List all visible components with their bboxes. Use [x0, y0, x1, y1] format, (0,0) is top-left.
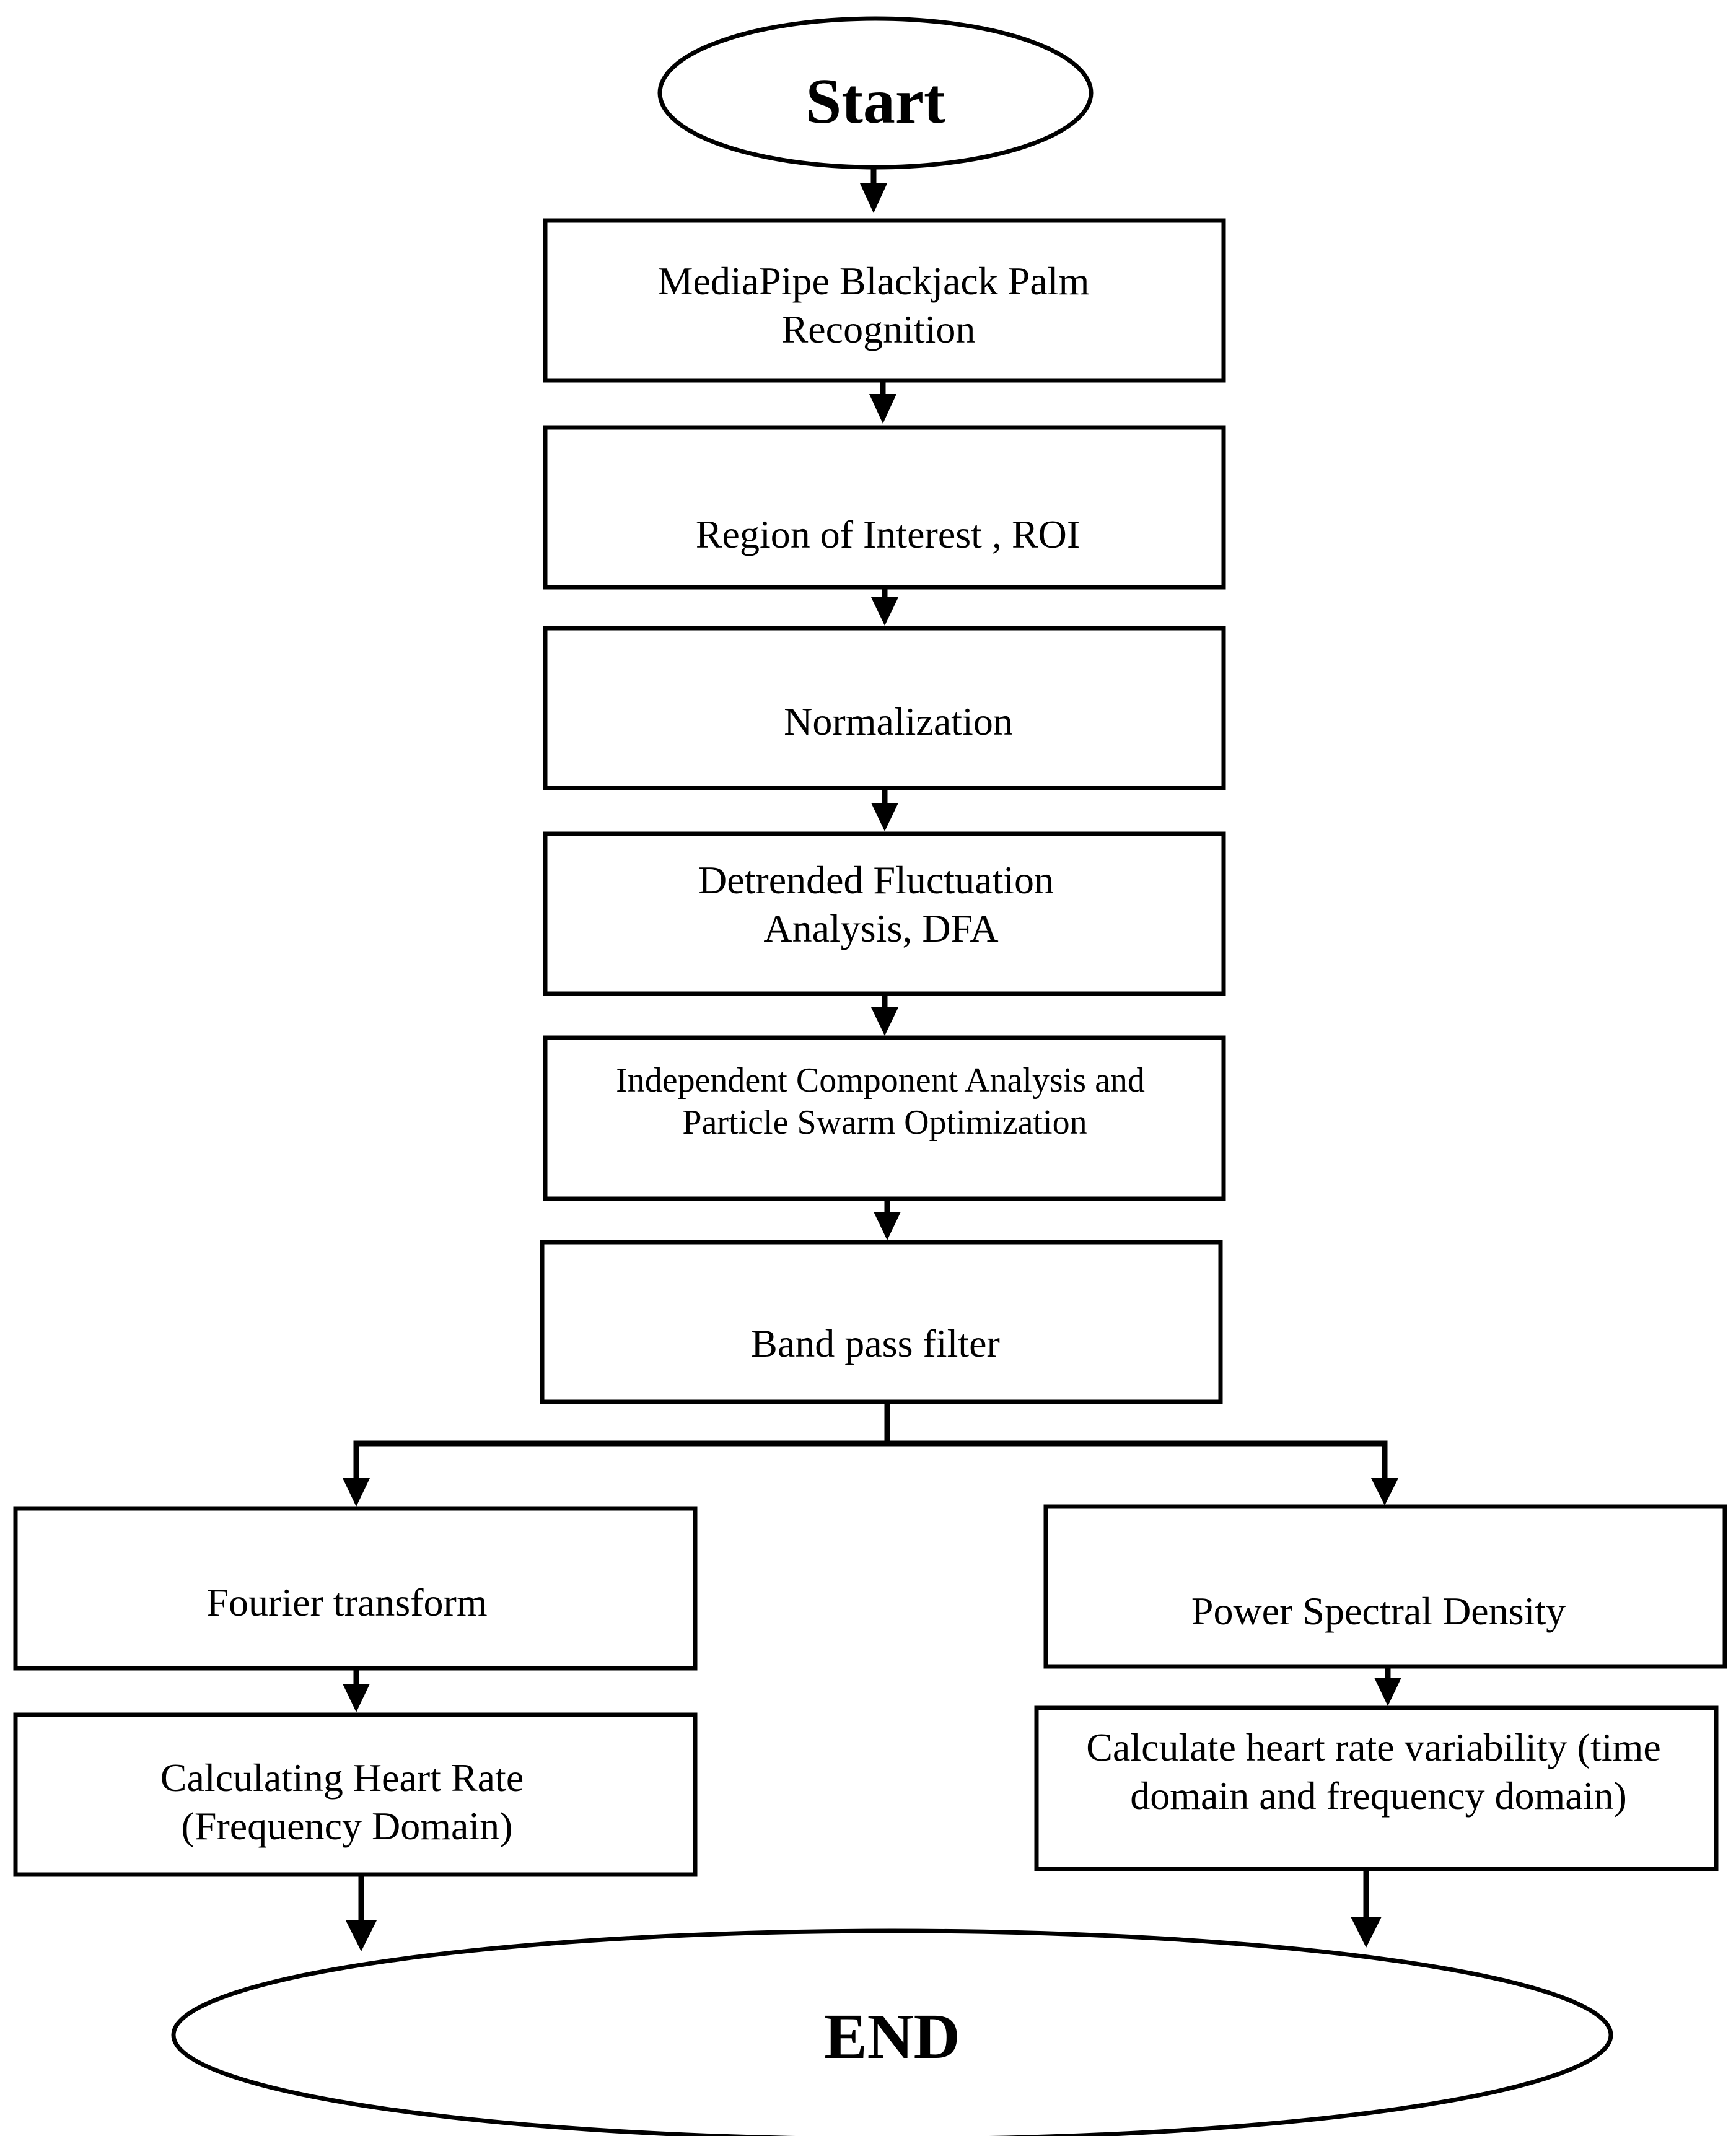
- step-palm-recognition: MediaPipe Blackjack Palm Recognition: [543, 218, 1226, 383]
- step-label: Detrended Fluctuation Analysis, DFA: [698, 858, 1064, 950]
- arrowhead: [1351, 1917, 1382, 1948]
- step-label: Calculating Heart Rate (Frequency Domain…: [160, 1756, 533, 1848]
- connectors: [353, 169, 1391, 1923]
- end-node: END: [171, 1928, 1613, 2136]
- step-roi: Region of Interest , ROI: [543, 425, 1226, 590]
- arrowhead: [860, 183, 887, 213]
- arrowhead: [874, 1212, 901, 1240]
- arrowhead: [871, 1007, 898, 1036]
- step-label: Band pass filter: [751, 1321, 1000, 1365]
- arrowhead: [343, 1684, 370, 1712]
- step-fourier: Fourier transform: [13, 1506, 698, 1671]
- connector-split-left: [353, 1440, 887, 1481]
- step-label: Power Spectral Density: [1191, 1589, 1566, 1633]
- step-dfa: Detrended Fluctuation Analysis, DFA: [543, 831, 1226, 996]
- step-label: MediaPipe Blackjack Palm Recognition: [658, 259, 1100, 351]
- step-normalization: Normalization: [543, 626, 1226, 790]
- arrowheads: [343, 183, 1401, 1951]
- arrowhead: [1374, 1678, 1401, 1706]
- step-label: Calculate heart rate variability (time d…: [1086, 1725, 1671, 1818]
- arrowhead: [1371, 1478, 1398, 1505]
- step-heart-rate: Calculating Heart Rate (Frequency Domain…: [13, 1712, 698, 1877]
- step-hrv: Calculate heart rate variability (time d…: [1034, 1705, 1719, 1871]
- start-node: Start: [657, 16, 1094, 170]
- step-label: Normalization: [784, 699, 1013, 743]
- step-label: Region of Interest , ROI: [696, 512, 1080, 556]
- arrowhead: [869, 394, 896, 424]
- end-label: END: [824, 2001, 960, 2072]
- step-label: Independent Component Analysis and Parti…: [616, 1061, 1154, 1142]
- arrowhead: [871, 803, 898, 831]
- connector-split-right: [887, 1440, 1388, 1481]
- step-psd: Power Spectral Density: [1043, 1504, 1727, 1669]
- arrowhead: [871, 597, 898, 626]
- step-band-pass: Band pass filter: [540, 1240, 1223, 1404]
- arrowhead: [346, 1920, 377, 1951]
- step-ica-pso: Independent Component Analysis and Parti…: [543, 1035, 1226, 1201]
- step-label: Fourier transform: [206, 1580, 487, 1624]
- arrowhead: [343, 1478, 370, 1507]
- start-label: Start: [805, 66, 945, 137]
